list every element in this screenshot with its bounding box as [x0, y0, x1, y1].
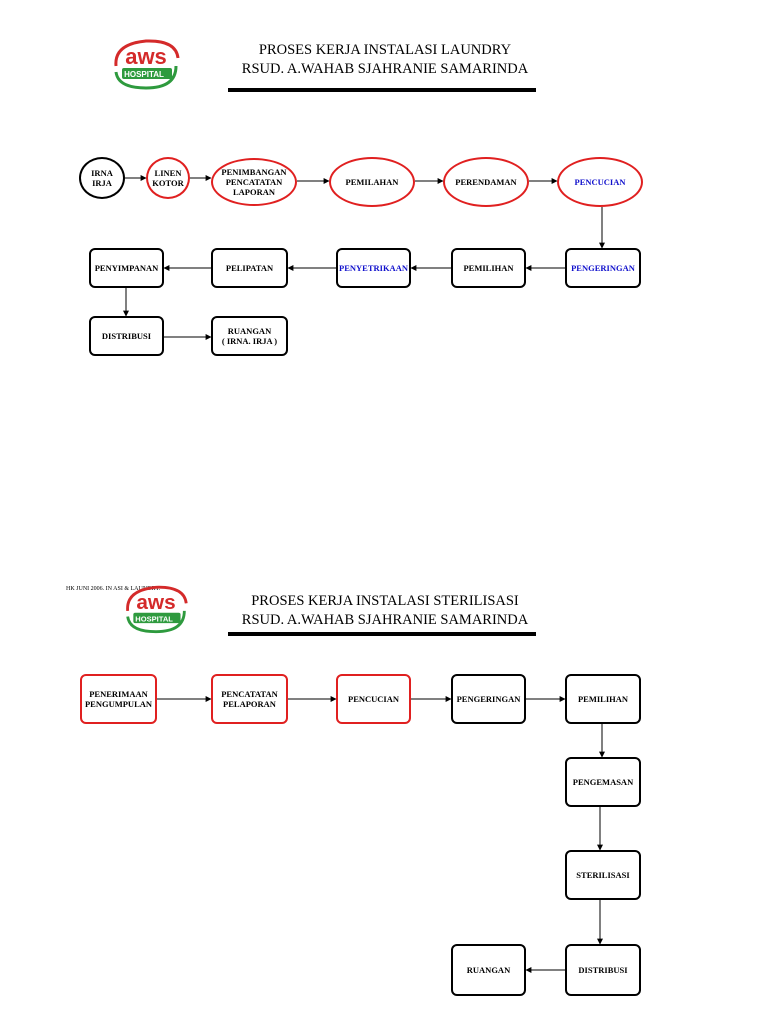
laundry-title-line2: RSUD. A.WAHAB SJAHRANIE SAMARINDA	[241, 61, 529, 77]
node-penyimpanan: PENYIMPANAN	[89, 248, 164, 288]
node-distribusi: DISTRIBUSI	[89, 316, 164, 356]
node-penyetrikaan: PENYETRIKAAN	[336, 248, 411, 288]
aws-hospital-logo-bottom: aws HOSPITAL	[126, 585, 188, 634]
node-pengemasan: PENGEMASAN	[565, 757, 641, 807]
laundry-title-underline	[228, 88, 536, 92]
laundry-title: PROSES KERJA INSTALASI LAUNDRY RSUD. A.W…	[210, 41, 560, 79]
node-perendaman: PERENDAMAN	[443, 157, 529, 207]
node-ruangan: RUANGAN ( IRNA. IRJA )	[211, 316, 288, 356]
node-pengeringan: PENGERINGAN	[565, 248, 641, 288]
node-irna-irja: IRNA IRJA	[79, 157, 125, 199]
sterilisasi-title: PROSES KERJA INSTALASI STERILISASI RSUD.…	[210, 592, 560, 630]
svg-text:aws: aws	[125, 44, 167, 69]
node-distribusi-2: DISTRIBUSI	[565, 944, 641, 996]
node-linen-kotor: LINEN KOTOR	[146, 157, 190, 199]
footer-text: HK JUNI 2006. IN ASI & LAUNDRY.	[66, 586, 161, 592]
svg-text:HOSPITAL: HOSPITAL	[135, 614, 173, 623]
node-penerimaan: PENERIMAAN PENGUMPULAN	[80, 674, 157, 724]
node-penimbangan: PENIMBANGAN PENCATATAN LAPORAN	[211, 158, 297, 206]
sterilisasi-title-underline	[228, 632, 536, 636]
laundry-title-line1: PROSES KERJA INSTALASI LAUNDRY	[258, 42, 512, 58]
node-pengeringan-2: PENGERINGAN	[451, 674, 526, 724]
node-pemilihan: PEMILIHAN	[451, 248, 526, 288]
svg-text:HOSPITAL: HOSPITAL	[124, 70, 164, 79]
node-ruangan-2: RUANGAN	[451, 944, 526, 996]
sterilisasi-title-line2: RSUD. A.WAHAB SJAHRANIE SAMARINDA	[241, 612, 529, 628]
node-pencucian-2: PENCUCIAN	[336, 674, 411, 724]
node-pemilihan-2: PEMILIHAN	[565, 674, 641, 724]
aws-hospital-logo-top: aws HOSPITAL	[114, 39, 180, 90]
node-sterilisasi: STERILISASI	[565, 850, 641, 900]
node-pelipatan: PELIPATAN	[211, 248, 288, 288]
node-pemilahan: PEMILAHAN	[329, 157, 415, 207]
svg-text:aws: aws	[136, 591, 175, 614]
node-pencucian: PENCUCIAN	[557, 157, 643, 207]
sterilisasi-title-line1: PROSES KERJA INSTALASI STERILISASI	[251, 593, 519, 609]
node-pencatatan: PENCATATAN PELAPORAN	[211, 674, 288, 724]
